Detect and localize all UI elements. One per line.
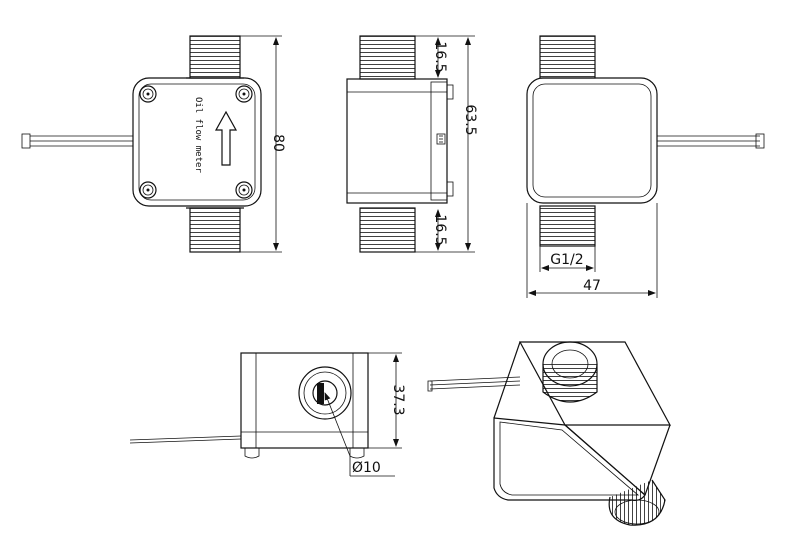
sensor-body xyxy=(526,77,658,204)
flow-arrow-icon xyxy=(214,110,238,166)
dim-depth: 37.3 xyxy=(390,384,406,415)
wire-leads xyxy=(657,133,765,149)
sensor-body xyxy=(346,78,448,204)
body-front-face xyxy=(493,417,646,502)
bottom-view: Ø10 37.3 xyxy=(129,352,406,477)
top-thread xyxy=(539,35,596,79)
isometric-view xyxy=(427,341,672,526)
dim-length-total: 80 xyxy=(270,134,286,152)
bottom-thread xyxy=(359,207,416,253)
top-port-icon xyxy=(542,341,598,403)
bottom-port-icon xyxy=(608,479,666,526)
sensor-body xyxy=(132,77,262,207)
dim-width: 47 xyxy=(583,278,601,294)
screw-icon xyxy=(139,85,253,199)
top-thread xyxy=(359,35,416,80)
sensor-body xyxy=(240,352,369,449)
back-view: G1/2 47 xyxy=(526,35,765,298)
wire-leads xyxy=(21,133,133,149)
front-view: Oil flow meter 80 xyxy=(21,35,286,253)
bottom-thread xyxy=(539,205,596,247)
port-icon xyxy=(298,366,352,420)
bottom-thread xyxy=(189,207,241,253)
dim-hole-diameter: Ø10 xyxy=(352,460,381,476)
dim-thread-top: 16.5 xyxy=(432,41,448,72)
side-view: 63.5 16.5 16.5 xyxy=(346,35,478,253)
top-thread xyxy=(189,35,241,79)
body-label: Oil flow meter xyxy=(193,97,203,173)
dim-thread-size: G1/2 xyxy=(550,252,583,268)
dim-height-body: 63.5 xyxy=(462,104,478,135)
dim-thread-bottom: 16.5 xyxy=(432,214,448,245)
